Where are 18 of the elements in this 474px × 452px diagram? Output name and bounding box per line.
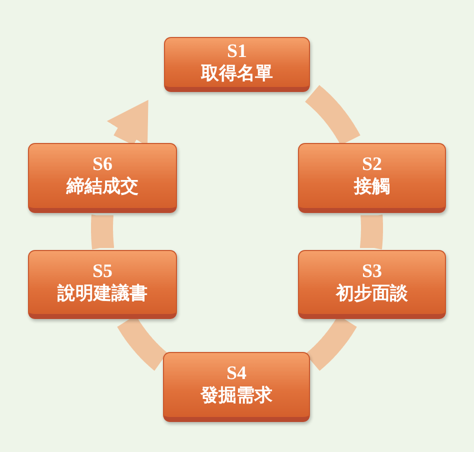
step-number: S6 [92, 154, 113, 175]
step-label: 締結成交 [66, 175, 138, 198]
step-label: 接觸 [354, 175, 390, 198]
step-box [163, 352, 310, 422]
step-label: 取得名單 [201, 62, 273, 84]
step-box [298, 143, 446, 213]
step-number: S2 [362, 154, 382, 175]
step-number: S5 [92, 260, 113, 282]
step-number: S1 [226, 40, 248, 62]
step-box [28, 143, 177, 213]
step-number: S3 [362, 260, 382, 282]
step-number: S4 [226, 363, 247, 384]
step-box [164, 37, 310, 92]
step-box [28, 250, 177, 319]
step-label: 發掘需求 [200, 384, 272, 407]
step-box [298, 250, 446, 319]
step-label: 說明建議書 [58, 282, 148, 304]
step-label: 初步面談 [336, 282, 408, 304]
